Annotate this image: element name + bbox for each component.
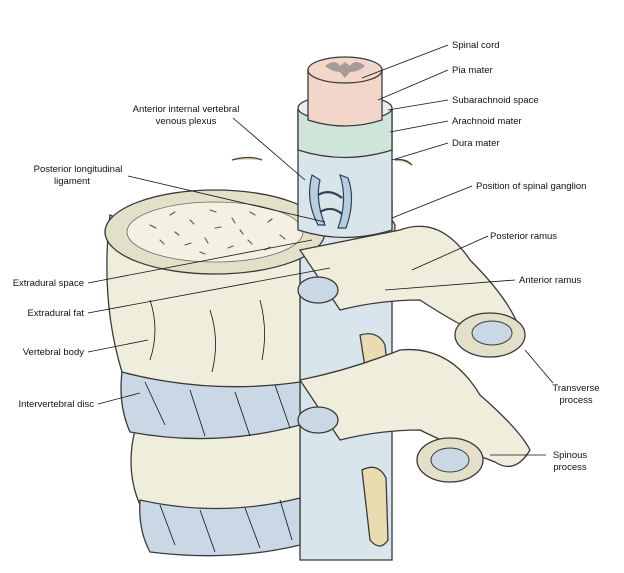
label-posterior-ramus: Posterior ramus [490, 231, 557, 242]
upper-foramen [297, 276, 339, 304]
label-anterior-ramus: Anterior ramus [519, 275, 582, 286]
label-vertebral-body: Vertebral body [23, 347, 85, 358]
label-position-of-spinal-ganglion: Position of spinal ganglion [476, 181, 586, 192]
label-transverse-process-line2: process [559, 395, 593, 406]
label-posterior-longitudinal-line2: ligament [54, 176, 90, 187]
illustration [104, 56, 531, 561]
label-spinal-cord: Spinal cord [452, 40, 500, 51]
label-spinous-process-line2: process [553, 462, 587, 473]
label-dura-mater: Dura mater [452, 138, 500, 149]
label-pia-mater: Pia mater [452, 65, 493, 76]
label-arachnoid-mater: Arachnoid mater [452, 116, 522, 127]
label-extradural-fat: Extradural fat [28, 308, 85, 319]
venous-plexus [308, 174, 353, 229]
lower-intervertebral-disc [139, 497, 301, 557]
label-transverse-process-line1: Transverse [552, 383, 599, 394]
label-posterior-longitudinal-line1: Posterior longitudinal [34, 164, 123, 175]
labels: Spinal cord Pia mater Subarachnoid space… [13, 40, 600, 473]
label-anterior-internal-vertebral-line2: venous plexus [156, 116, 217, 127]
label-intervertebral-disc: Intervertebral disc [18, 399, 94, 410]
label-extradural-space: Extradural space [13, 278, 84, 289]
spinal-cord [307, 69, 383, 127]
lower-spinal-nerve [361, 466, 389, 547]
lower-foramen [297, 406, 339, 434]
label-spinous-process-line1: Spinous [553, 450, 588, 461]
lower-posterior-arch [298, 348, 531, 468]
label-anterior-internal-vertebral-line1: Anterior internal vertebral [133, 104, 240, 115]
grey-matter [325, 62, 365, 78]
label-subarachnoid-space: Subarachnoid space [452, 95, 539, 106]
leader-lines [87, 44, 554, 456]
